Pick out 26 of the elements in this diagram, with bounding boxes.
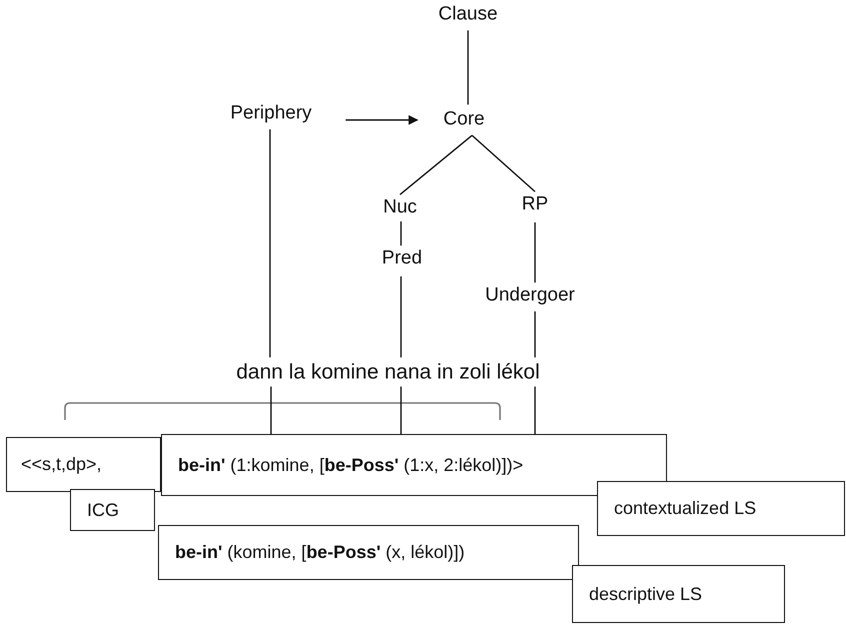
tree-node-label: RP <box>518 192 552 222</box>
tree-node-label: Clause <box>434 2 502 30</box>
connector-line <box>270 386 272 434</box>
connector-line <box>400 221 402 246</box>
tree-node-label: Undergoer <box>481 282 579 312</box>
tree-node-label: Nuc <box>379 194 421 222</box>
text-box: descriptive LS <box>572 565 785 623</box>
text-box: <<s,t,dp>, <box>6 437 161 492</box>
connector-line <box>472 134 536 192</box>
text-box: contextualized LS <box>597 481 845 536</box>
connector-line <box>400 386 402 434</box>
connector-line <box>400 134 472 196</box>
text-box: be-in' (komine, [be-Poss' (x, lékol)]) <box>158 525 579 580</box>
tree-node-label: Periphery <box>226 98 316 130</box>
arrow <box>346 115 418 125</box>
connector-line <box>534 386 536 434</box>
sentence: dann la komine nana in zoli lékol <box>232 357 544 387</box>
tree-node-label: Pred <box>378 246 426 276</box>
text-box: ICG <box>70 489 155 531</box>
connector-line <box>400 276 402 358</box>
connector-line <box>467 30 469 105</box>
connector-line <box>269 129 271 358</box>
text-box: be-in' (1:komine, [be-Poss' (1:x, 2:lékol)])> <box>161 434 667 496</box>
tree-node-label: Core <box>439 104 489 136</box>
connector-line <box>534 311 536 358</box>
connector-line <box>534 222 536 283</box>
